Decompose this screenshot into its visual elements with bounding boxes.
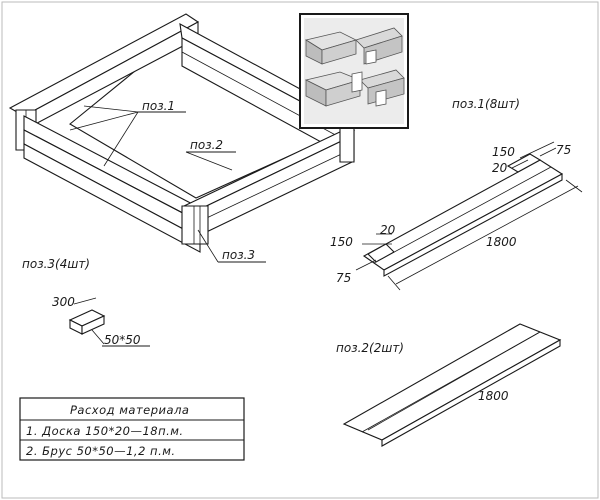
pos1-dim-20-top-line (511, 159, 529, 169)
leader-pos1-b (69, 111, 139, 131)
pos1-dim-150-top-line (519, 141, 555, 159)
joint-lower-board-front (325, 79, 361, 107)
pos3-dim-50x50: 50*50 (104, 333, 141, 347)
pos1-dim-75-left: 75 (336, 271, 351, 285)
pos1-dim-1800-line (395, 185, 579, 285)
pos1-dim-75-top-line (539, 147, 557, 157)
part-pos2: поз.2(2шт) 1800 (336, 323, 562, 447)
pos3-bar-front (81, 315, 105, 335)
pos2-dim-1800: 1800 (478, 389, 509, 403)
pos3-dim-300: 300 (52, 295, 75, 309)
callout-pos2: поз.2 (190, 138, 223, 152)
part-pos1-title: поз.1(8шт) (452, 97, 520, 111)
post-right (339, 127, 355, 163)
joint-detail-inset (299, 13, 409, 129)
board-back-right-seam (181, 51, 355, 146)
pos1-dim-75-top: 75 (556, 143, 571, 157)
table-border (19, 397, 245, 461)
leader-pos1-c (103, 111, 139, 167)
pos1-dim-75-left-line (355, 259, 377, 271)
pos2-dim-line (367, 331, 541, 431)
board-front-right-seam (193, 148, 353, 225)
sandbox-assembly: поз.1 поз.2 поз.3 (8, 13, 355, 263)
callout-pos3: поз.3 (222, 248, 255, 262)
pos1-board-front (383, 173, 563, 277)
leader-pos1-a (83, 105, 139, 113)
part-pos2-title: поз.2(2шт) (336, 341, 404, 355)
joint-lower-slot-2 (375, 89, 387, 107)
pos1-dim-20-top: 20 (492, 161, 508, 175)
leader-pos2 (185, 151, 233, 171)
callout-pos1: поз.1 (142, 99, 175, 113)
pos1-board-center (373, 166, 552, 264)
pos1-dim-20-left: 20 (380, 223, 396, 237)
pos1-dim-1800: 1800 (486, 235, 517, 249)
board-front-left-low (23, 143, 201, 253)
table-row-1: 1. Доска 150*20—18п.м. (26, 424, 184, 438)
pos1-dim-150-left: 150 (330, 235, 353, 249)
joint-upper-slot (365, 49, 377, 65)
table-row-2: 2. Брус 50*50—1,2 п.м. (26, 444, 176, 458)
table-header: Расход материала (70, 403, 189, 417)
pos2-board-front (381, 339, 561, 447)
leader-pos3 (197, 229, 219, 263)
part-pos1: поз.1(8шт) 1800 150 75 20 150 20 75 (330, 97, 583, 291)
pos1-dim-1800-tick-b (565, 179, 583, 193)
part-pos3-title: поз.3(4шт) (22, 257, 90, 271)
pos1-dim-150-top: 150 (492, 145, 515, 159)
pos1-notch-left (367, 243, 395, 263)
pos1-dim-1800-tick-a (387, 275, 401, 291)
joint-upper-board-front (321, 39, 357, 65)
pos3-dim-300-line (73, 297, 97, 305)
board-front-left-line (35, 135, 191, 218)
pos1-notch-right (506, 153, 542, 173)
joint-lower-slot (351, 71, 363, 93)
part-pos3: поз.3(4шт) 300 50*50 (22, 257, 150, 347)
post-front (181, 205, 209, 245)
material-table: Расход материала 1. Доска 150*20—18п.м. … (19, 397, 245, 461)
pos3-leader (91, 329, 105, 345)
